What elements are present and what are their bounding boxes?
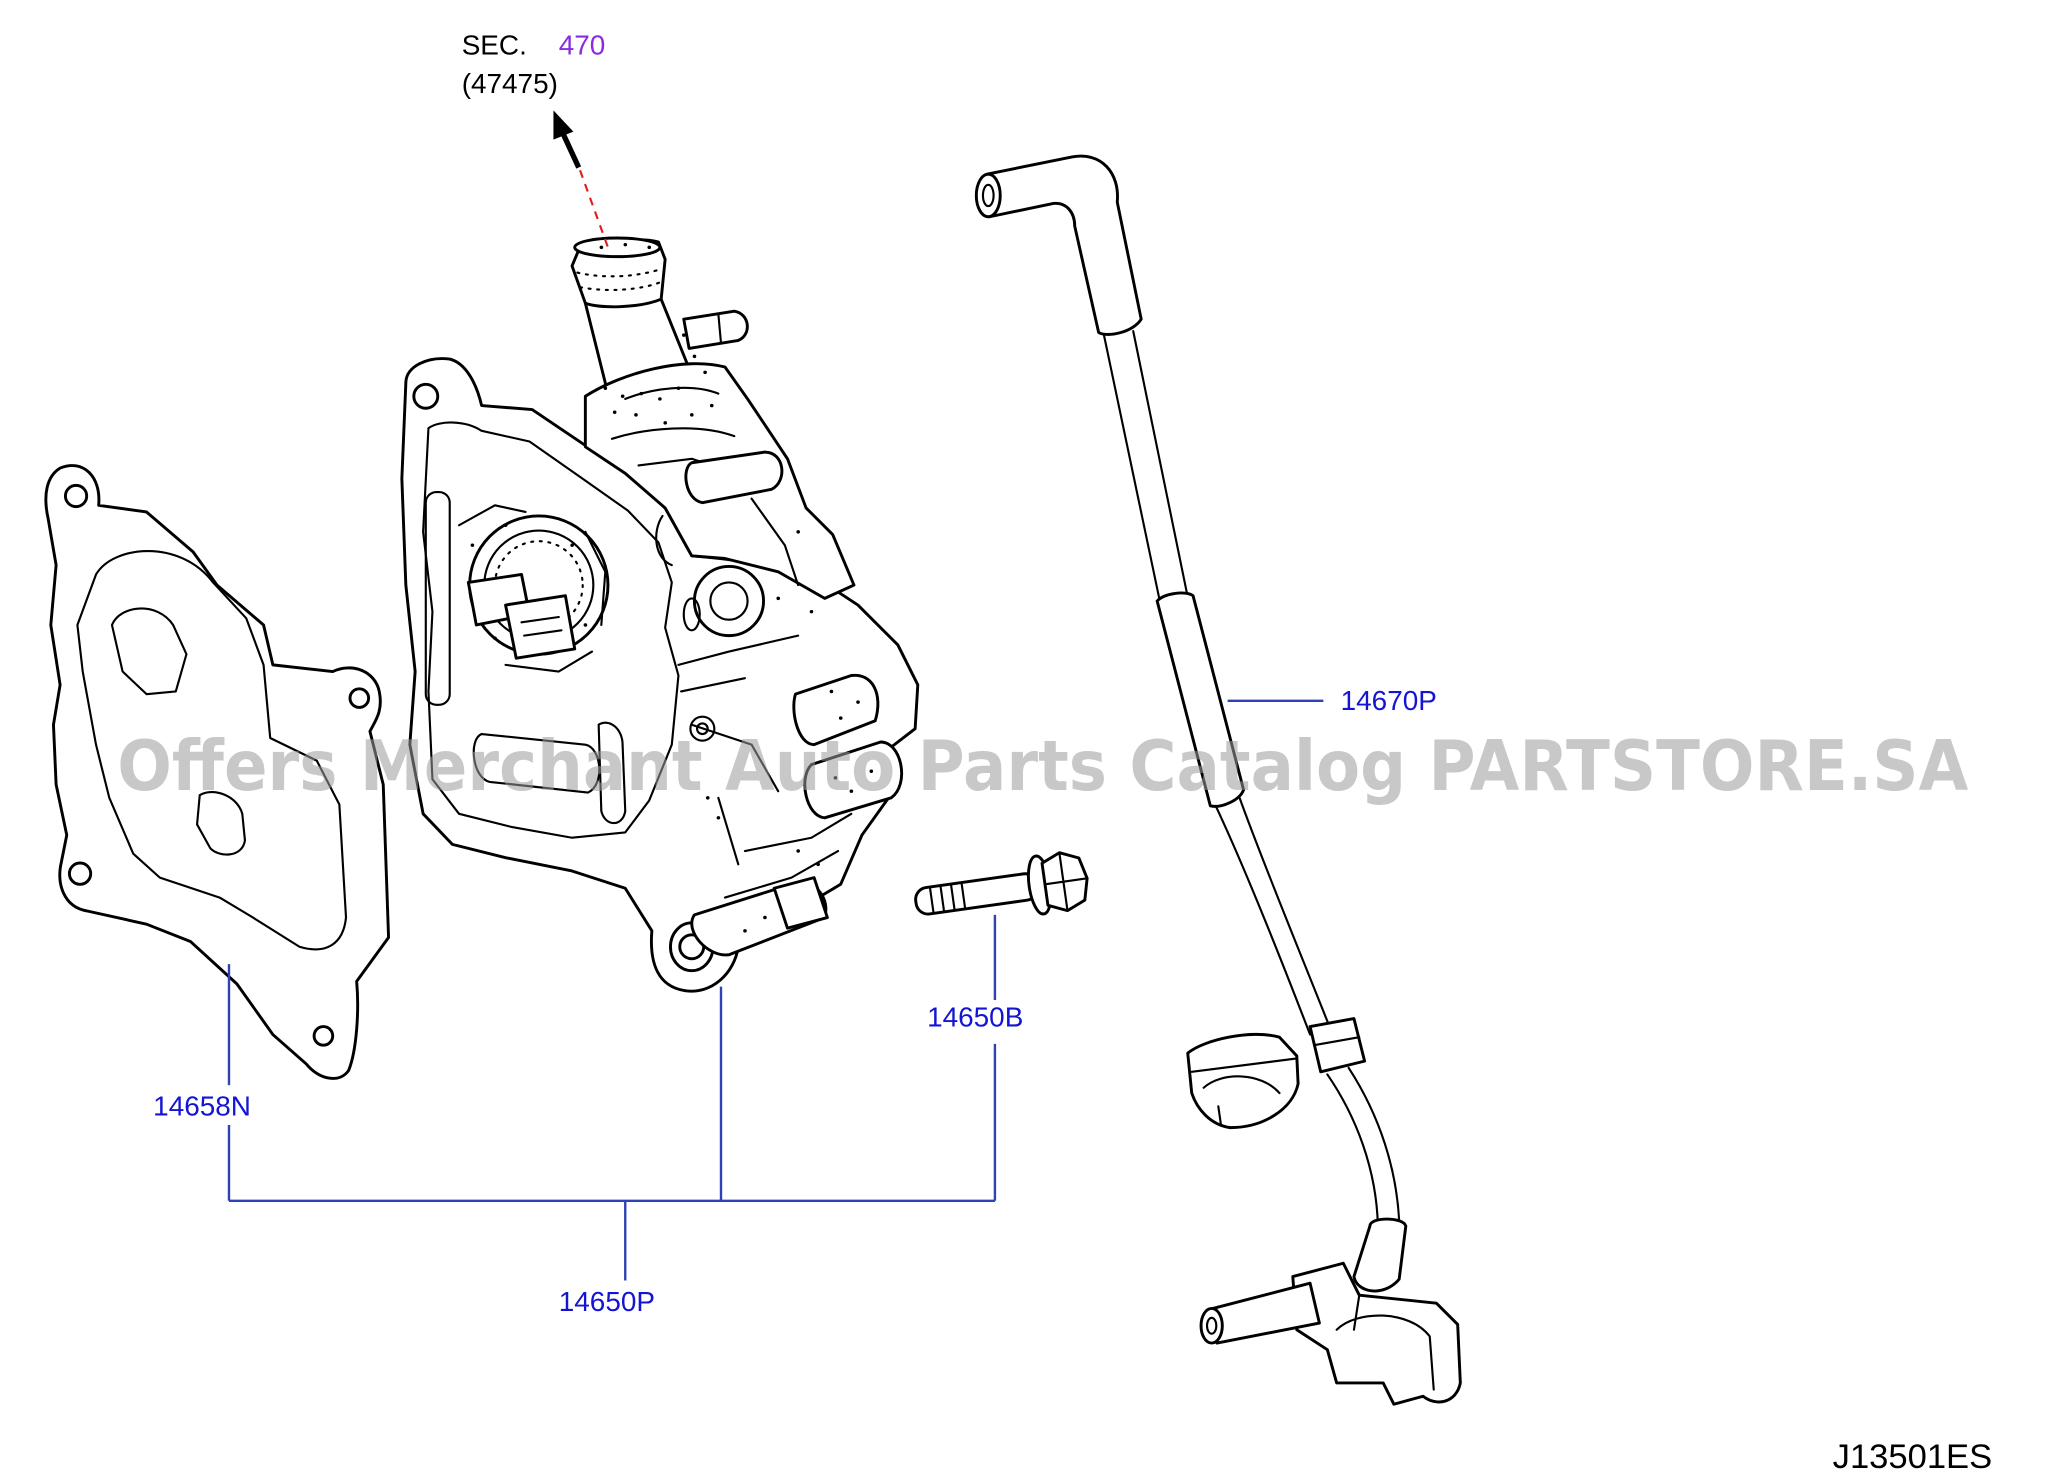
vacuum-hose	[974, 154, 1462, 1406]
pump-coupling-slot	[520, 615, 563, 637]
pump-coupling-tab	[504, 594, 577, 660]
gasket-inner-edge	[76, 550, 348, 951]
hose-lower-elbow	[1352, 1217, 1408, 1293]
callout-gasket[interactable]: 14658N	[153, 1091, 251, 1122]
pump-flange-rim	[422, 421, 680, 839]
gasket-hole-bottom	[312, 1025, 335, 1047]
pump-right-cylinder	[803, 740, 904, 820]
bolt-head-facets	[1043, 851, 1089, 912]
pump-right-block-upper	[792, 674, 880, 747]
hose-bottom-clip	[1291, 1261, 1462, 1406]
pump-boss-inner	[709, 581, 749, 621]
pump-lower-slot	[472, 732, 601, 794]
hose-sleeve	[1155, 591, 1246, 808]
gasket-cutout	[196, 791, 247, 856]
pump-boss	[692, 565, 766, 638]
pump-upper-port	[684, 450, 784, 505]
gasket-hole-top-left	[63, 483, 89, 509]
pump-web-ribs	[677, 634, 800, 866]
pump-small-boss	[689, 715, 716, 742]
section-arrow-head	[553, 110, 574, 140]
gasket-outline	[44, 464, 391, 1080]
pump-mount-hole-top	[412, 382, 440, 410]
hose-elbow-opening	[974, 172, 1002, 219]
hose-elbow-bore	[981, 183, 995, 208]
pump-small-boss-inner	[695, 722, 709, 736]
section-subsection: (47475)	[462, 68, 558, 99]
pump-lower-tab	[772, 876, 829, 930]
hose-end-opening	[1199, 1307, 1224, 1345]
hose-end-bore	[1205, 1316, 1218, 1335]
leader-lines	[227, 699, 1324, 1281]
pump-side-rib	[655, 497, 800, 587]
pump-side-nipple-ridge	[717, 312, 723, 345]
pump-oval-port	[682, 597, 701, 632]
pump-lower-ribs	[723, 812, 853, 899]
pump-rotor-web	[457, 504, 607, 673]
pump-outlet-mouth	[573, 236, 662, 259]
callout-hose[interactable]: 14670P	[1341, 685, 1437, 716]
hose-clamp	[1308, 1017, 1367, 1074]
bolt-threads	[929, 882, 967, 914]
section-arrow-shaft	[560, 131, 582, 169]
hose-upper-tube	[1102, 330, 1189, 603]
section-number-link[interactable]: 470	[559, 30, 606, 61]
hose-lower-tube	[1214, 796, 1332, 1036]
callout-pump-assembly[interactable]: 14650P	[559, 1286, 655, 1317]
hose-clamp-band	[1312, 1036, 1361, 1047]
gasket	[44, 464, 391, 1080]
pump-lower-slot-2	[597, 721, 627, 825]
hose-hanging-clip-inner	[1190, 1057, 1298, 1127]
pump-collar-band	[576, 267, 664, 292]
pump-left-slot	[424, 490, 451, 706]
hose-elbow	[985, 154, 1143, 336]
hose-hanging-clip	[1186, 1033, 1300, 1130]
gasket-hole-bottom-left	[67, 861, 93, 886]
hose-bottom-tube	[1326, 1066, 1401, 1228]
bolt	[914, 851, 1089, 916]
pump-surface-dots	[470, 242, 874, 933]
watermark: Offers Merchant Auto Parts Catalog PARTS…	[117, 727, 1968, 807]
vacuum-pump	[400, 236, 920, 993]
section-reference: SEC. 470 (47475)	[462, 30, 609, 248]
section-prefix: SEC.	[462, 30, 527, 61]
hose-bottom-clip-inner	[1335, 1294, 1435, 1391]
section-guide-dash	[579, 169, 609, 248]
diagram-code: J13501ES	[1833, 1438, 1992, 1476]
pump-side-nipple	[682, 309, 749, 350]
gasket-inner-notch	[110, 607, 188, 696]
callout-bolt[interactable]: 14650B	[927, 1002, 1023, 1033]
gasket-hole-right	[348, 687, 371, 709]
